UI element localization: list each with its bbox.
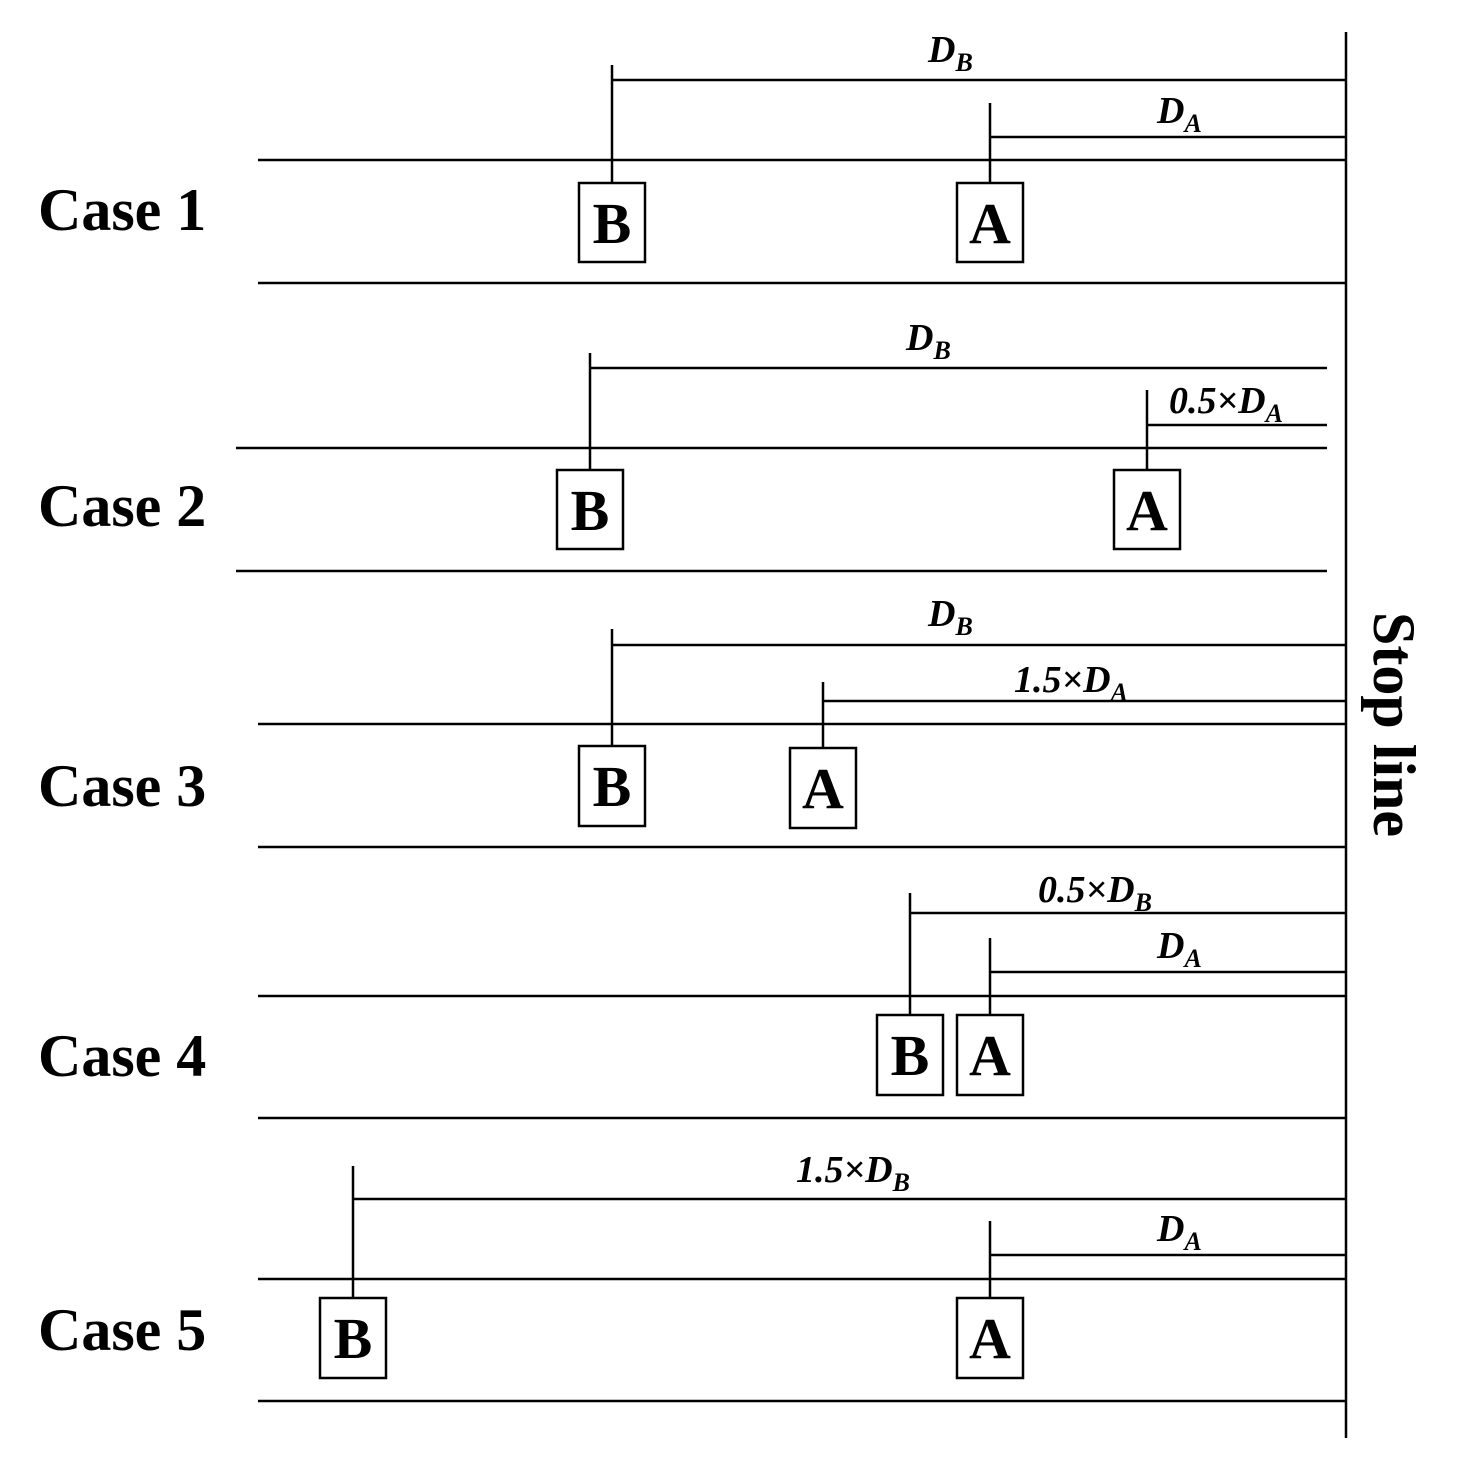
case-3: Case 3 DB 1.5×DA B A (38, 593, 1346, 849)
case-label: Case 1 (38, 177, 206, 243)
dimension-a: DA (988, 925, 1346, 1015)
vehicle-letter: B (593, 754, 632, 819)
vehicle-letter: B (891, 1023, 930, 1088)
dimension-b: 0.5×DB (908, 869, 1346, 1015)
dimension-label: DA (1156, 90, 1202, 138)
vehicle-box (577, 744, 647, 828)
dimension-b: 1.5×DB (351, 1149, 1346, 1298)
stop-line-label: Stop line (1361, 612, 1427, 837)
dimension-label: DA (1156, 1208, 1202, 1256)
vehicle-box (1112, 468, 1182, 551)
vehicle-a: A (955, 1296, 1025, 1380)
vehicle-b: B (577, 744, 647, 828)
case-2: Case 2 DB 0.5×DA B A (38, 317, 1327, 573)
case-4: Case 4 0.5×DB DA B A (38, 869, 1346, 1120)
dimension-a: DA (988, 90, 1346, 183)
case-1: Case 1 DB DA B A (38, 29, 1346, 285)
vehicle-box (318, 1296, 388, 1380)
dimension-label: DB (927, 29, 973, 77)
case-label: Case 5 (38, 1297, 206, 1363)
vehicle-b: B (555, 468, 625, 551)
vehicle-letter: A (802, 756, 844, 821)
vehicle-letter: A (969, 1023, 1011, 1088)
dimension-b: DB (588, 317, 1327, 470)
stop-line: Stop line (1344, 32, 1427, 1438)
dimension-label: 0.5×DB (1038, 869, 1152, 917)
vehicle-box (875, 1013, 945, 1097)
dimension-label: DB (905, 317, 951, 365)
vehicle-box (955, 181, 1025, 264)
dimension-label: 1.5×DB (796, 1149, 910, 1197)
dimension-label: DA (1156, 925, 1202, 973)
dimension-a: DA (988, 1208, 1346, 1298)
dimension-label: DB (927, 593, 973, 641)
vehicle-letter: A (1126, 478, 1168, 543)
dimension-label: 1.5×DA (1014, 659, 1128, 707)
dimension-b: DB (610, 593, 1346, 746)
vehicle-a: A (955, 181, 1025, 264)
dimension-b: DB (610, 29, 1346, 183)
vehicle-letter: A (969, 1306, 1011, 1371)
vehicle-box (555, 468, 625, 551)
vehicle-box (788, 746, 858, 830)
vehicle-box (577, 181, 647, 264)
vehicle-letter: A (969, 191, 1011, 256)
vehicle-box (955, 1296, 1025, 1380)
vehicle-box (955, 1013, 1025, 1097)
dimension-label: 0.5×DA (1169, 380, 1283, 428)
vehicle-a: A (788, 746, 858, 830)
case-label: Case 4 (38, 1023, 206, 1089)
dimension-a: 0.5×DA (1145, 380, 1327, 470)
vehicle-letter: B (334, 1306, 373, 1371)
vehicle-letter: B (593, 191, 632, 256)
vehicle-b: B (875, 1013, 945, 1097)
case-label: Case 3 (38, 753, 206, 819)
case-5: Case 5 1.5×DB DA B A (38, 1149, 1346, 1403)
dimension-a: 1.5×DA (821, 659, 1346, 748)
vehicle-a: A (955, 1013, 1025, 1097)
vehicle-letter: B (571, 478, 610, 543)
case-label: Case 2 (38, 473, 206, 539)
vehicle-b: B (318, 1296, 388, 1380)
vehicle-b: B (577, 181, 647, 264)
vehicle-a: A (1112, 468, 1182, 551)
